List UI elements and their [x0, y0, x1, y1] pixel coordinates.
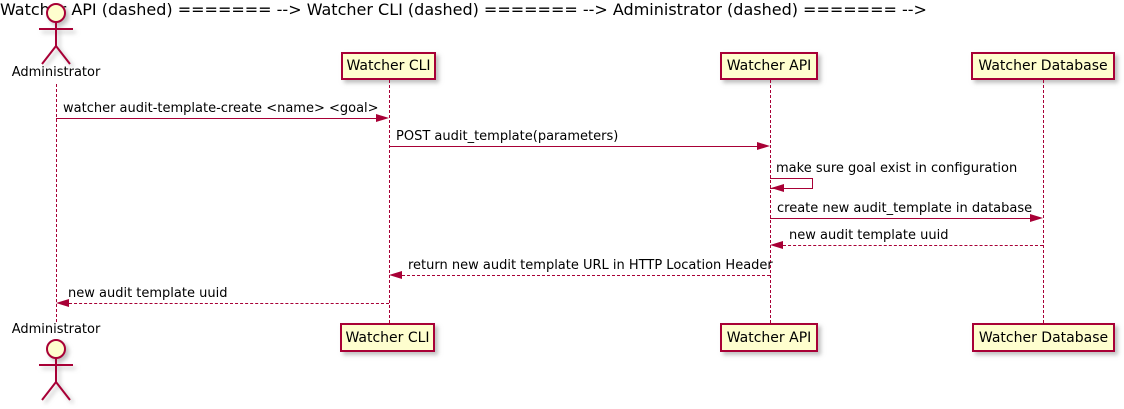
- participant-watcher-database-bottom: Watcher Database: [972, 323, 1115, 352]
- message-7-label: new audit template uuid: [68, 286, 228, 301]
- message-2-arrowhead: [757, 142, 770, 150]
- message-6-label: return new audit template URL in HTTP Lo…: [408, 258, 773, 273]
- message-4-arrowhead: [1030, 214, 1043, 222]
- message-7-line: [69, 303, 389, 304]
- message-6-line: [402, 275, 770, 276]
- message-3-self-loop: [770, 178, 813, 189]
- participant-watcher-api-bottom: Watcher API: [720, 323, 818, 352]
- administrator-actor-icon: [39, 3, 73, 65]
- message-4-label: create new audit_template in database: [777, 201, 1033, 216]
- message-2-label: POST audit_template(parameters): [396, 129, 619, 144]
- participant-watcher-database-top: Watcher Database: [971, 52, 1115, 80]
- message-1-line: [56, 118, 376, 119]
- message-7-arrowhead: [56, 299, 69, 307]
- message-2-line: [389, 146, 757, 147]
- lifeline-administrator: [56, 84, 57, 322]
- lifeline-watcher-cli: [389, 80, 390, 323]
- message-3-label: make sure goal exist in configuration: [776, 161, 1018, 176]
- message-6-arrowhead: [389, 271, 402, 279]
- administrator-label-bottom: Administrator: [11, 322, 101, 337]
- participant-watcher-api-top: Watcher API: [720, 52, 818, 80]
- message-5-line: [783, 245, 1043, 246]
- lifeline-watcher-api: [770, 80, 771, 323]
- lifeline-watcher-database: [1043, 80, 1044, 323]
- administrator-label-top: Administrator: [11, 65, 101, 80]
- message-1-label: watcher audit-template-create <name> <go…: [63, 101, 379, 116]
- participant-watcher-cli-bottom: Watcher CLI: [340, 323, 435, 352]
- participant-watcher-cli-top: Watcher CLI: [341, 52, 436, 80]
- administrator-actor-icon-bottom: [39, 339, 73, 401]
- message-3-arrowhead: [771, 184, 784, 192]
- message-5-arrowhead: [770, 241, 783, 249]
- message-4-line: [770, 218, 1030, 219]
- message-5-label: new audit template uuid: [789, 228, 949, 243]
- message-1-arrowhead: [376, 114, 389, 122]
